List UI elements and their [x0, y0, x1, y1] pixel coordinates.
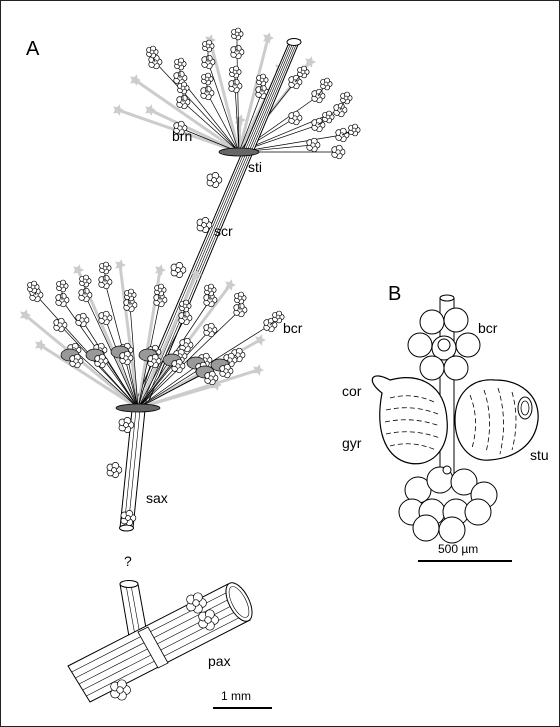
b-label-stu: stu — [530, 447, 549, 463]
node-lower — [116, 404, 160, 412]
bract — [420, 356, 444, 380]
panel-b-label: B — [388, 283, 401, 305]
b-label-bcr: bcr — [478, 320, 498, 336]
node-sti — [219, 148, 259, 156]
bract — [465, 499, 491, 525]
label-sti: sti — [248, 159, 262, 175]
bract — [413, 515, 439, 541]
bract — [439, 517, 465, 543]
panel-a-label: A — [26, 38, 40, 60]
label-sax: sax — [146, 490, 168, 506]
scale-bar-a-label: 1 mm — [221, 689, 251, 703]
label-scr: scr — [214, 223, 233, 239]
bract-center — [438, 339, 450, 351]
bract — [456, 333, 480, 357]
label-bcr: bcr — [283, 320, 303, 336]
scale-bar-b-label: 500 µm — [438, 542, 478, 556]
bract — [408, 333, 432, 357]
b-label-gyr: gyr — [342, 435, 362, 451]
label-pax: pax — [208, 653, 231, 669]
bract-center — [443, 466, 451, 474]
bract — [420, 310, 444, 334]
bract — [444, 356, 468, 380]
bract — [444, 308, 468, 332]
b-label-cor: cor — [342, 383, 362, 399]
label-brn: brn — [172, 128, 192, 144]
label-uncertain: ? — [124, 553, 132, 569]
